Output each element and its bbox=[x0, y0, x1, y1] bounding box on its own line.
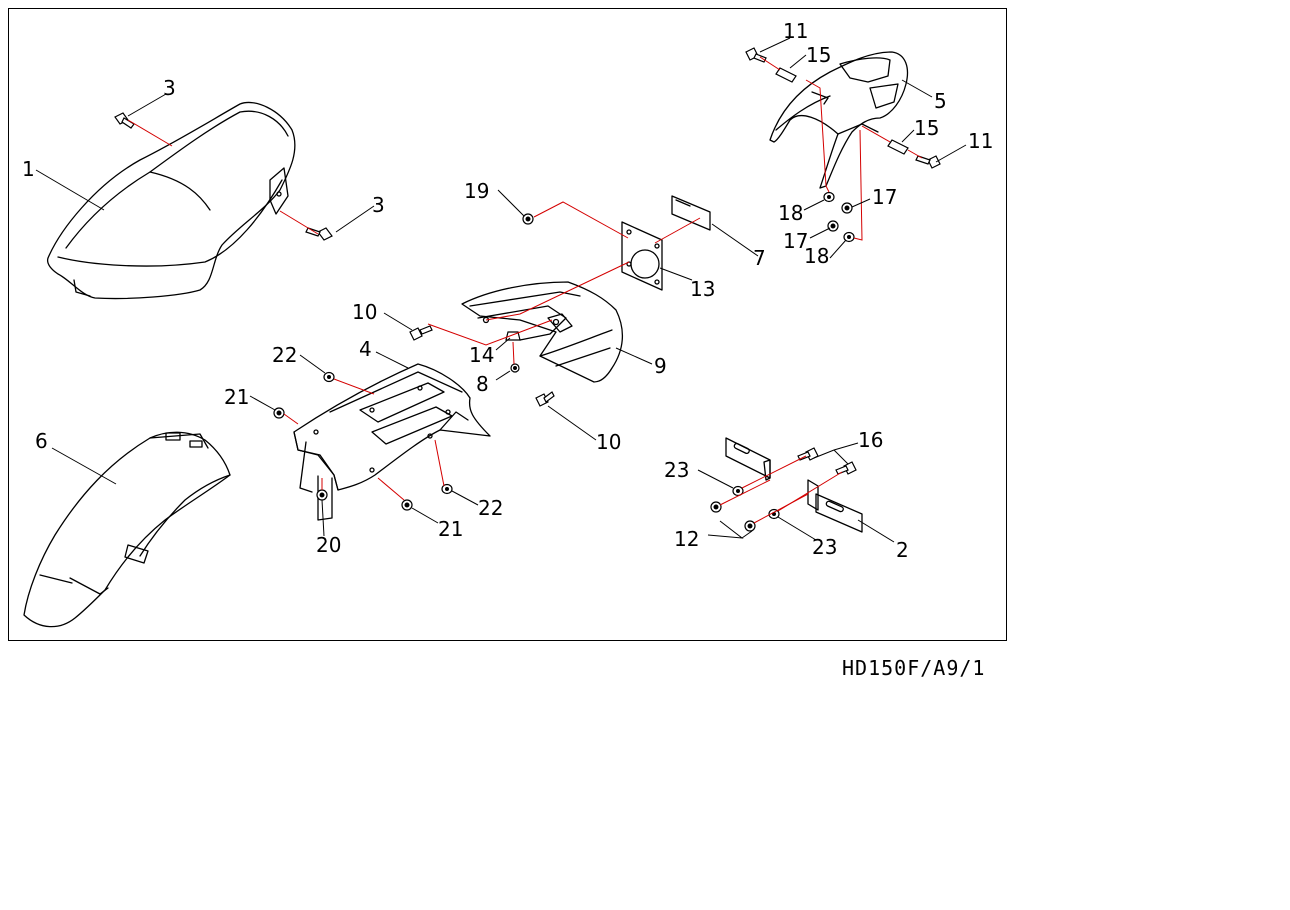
part-rear-fender bbox=[23, 431, 231, 628]
nut-20 bbox=[316, 489, 328, 501]
callout-12: 12 bbox=[674, 527, 699, 551]
callout-18-lower: 18 bbox=[804, 244, 829, 268]
callout-23-lower: 23 bbox=[812, 535, 837, 559]
spacer-15-upper bbox=[775, 67, 797, 83]
callout-19: 19 bbox=[464, 179, 489, 203]
callout-5: 5 bbox=[934, 89, 947, 113]
drawing-code: HD150F/A9/1 bbox=[842, 656, 985, 680]
part-seat bbox=[46, 101, 296, 300]
bolt-3-lower bbox=[305, 227, 333, 241]
leader-lines bbox=[35, 37, 967, 543]
assembly-line bbox=[127, 119, 173, 147]
part-mount-brackets bbox=[725, 437, 863, 533]
bolt-3-upper bbox=[114, 112, 135, 129]
callout-21-lower: 21 bbox=[438, 517, 463, 541]
callout-6: 6 bbox=[35, 429, 48, 453]
callout-13: 13 bbox=[690, 277, 715, 301]
assembly-line bbox=[279, 210, 319, 235]
spacer-15-lower bbox=[887, 139, 909, 155]
assembly-line bbox=[861, 125, 891, 143]
part-plate-bracket bbox=[621, 221, 663, 291]
part-grab-rail bbox=[769, 51, 909, 189]
callout-11-upper: 11 bbox=[783, 19, 808, 43]
assembly-line bbox=[853, 129, 863, 241]
assembly-line bbox=[741, 455, 807, 489]
assembly-line bbox=[654, 217, 701, 244]
callout-4: 4 bbox=[359, 337, 372, 361]
assembly-line bbox=[753, 493, 809, 524]
assembly-lines bbox=[127, 56, 923, 524]
assembly-line bbox=[333, 378, 375, 395]
washer-18-lower bbox=[843, 231, 855, 243]
callout-10-lower: 10 bbox=[596, 430, 621, 454]
washer-22-lower bbox=[441, 483, 453, 495]
callout-23-upper: 23 bbox=[664, 458, 689, 482]
assembly-line bbox=[283, 413, 299, 425]
bolt-11-upper bbox=[745, 47, 767, 63]
callout-8: 8 bbox=[476, 372, 489, 396]
assembly-line bbox=[533, 201, 629, 239]
assembly-line bbox=[512, 341, 515, 365]
callout-labels: 1 3 3 4 5 6 7 8 9 10 10 11 11 12 13 14 1… bbox=[22, 19, 993, 562]
bolt-10-upper bbox=[409, 325, 433, 341]
assembly-line bbox=[434, 439, 445, 487]
washer-22-upper bbox=[323, 371, 335, 383]
callout-9: 9 bbox=[654, 354, 667, 378]
callout-2: 2 bbox=[896, 538, 909, 562]
callout-22-lower: 22 bbox=[478, 496, 503, 520]
callout-1: 1 bbox=[22, 157, 35, 181]
nut-21-lower bbox=[401, 499, 413, 511]
callout-11-lower: 11 bbox=[968, 129, 993, 153]
nut-17-lower bbox=[827, 220, 839, 232]
callout-21-upper: 21 bbox=[224, 385, 249, 409]
part-plate bbox=[671, 195, 711, 231]
callout-22-upper: 22 bbox=[272, 343, 297, 367]
callout-17-upper: 17 bbox=[872, 185, 897, 209]
assembly-line bbox=[427, 319, 553, 346]
part-inner-fender bbox=[293, 363, 491, 521]
clip-8 bbox=[510, 363, 520, 373]
callout-7: 7 bbox=[753, 246, 766, 270]
callout-20: 20 bbox=[316, 533, 341, 557]
callout-10-upper: 10 bbox=[352, 300, 377, 324]
callout-15-lower: 15 bbox=[914, 116, 939, 140]
assembly-line bbox=[907, 149, 923, 159]
callout-18-upper: 18 bbox=[778, 201, 803, 225]
assembly-line bbox=[805, 79, 830, 193]
bolt-11-lower bbox=[915, 155, 941, 169]
callout-17-lower: 17 bbox=[783, 229, 808, 253]
washer-23-lower bbox=[768, 508, 780, 520]
bolt-10-lower bbox=[535, 391, 555, 407]
nut-12-upper bbox=[710, 501, 722, 513]
washer-23-upper bbox=[732, 485, 744, 497]
callout-15-upper: 15 bbox=[806, 43, 831, 67]
callout-3-upper: 3 bbox=[163, 76, 176, 100]
nut-19 bbox=[522, 213, 534, 225]
bolt-16-right bbox=[835, 461, 857, 475]
assembly-line bbox=[485, 261, 630, 321]
callout-3-lower: 3 bbox=[372, 193, 385, 217]
assembly-line bbox=[377, 477, 405, 501]
callout-16: 16 bbox=[858, 428, 883, 452]
nut-12-lower bbox=[744, 520, 756, 532]
nut-17-upper bbox=[841, 202, 853, 214]
washer-18-upper bbox=[823, 191, 835, 203]
assembly-line bbox=[759, 56, 781, 71]
assembly-line bbox=[719, 479, 771, 506]
callout-14: 14 bbox=[469, 343, 494, 367]
nut-21-upper bbox=[273, 407, 285, 419]
